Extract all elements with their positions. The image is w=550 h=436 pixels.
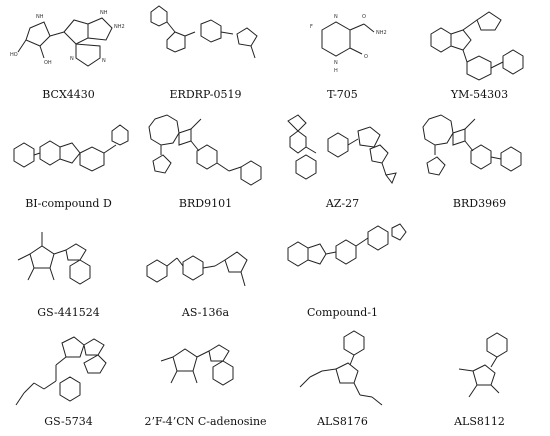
structure-als8176 (299, 330, 383, 406)
atom-label: O (362, 14, 366, 20)
compound-name: GS-5734 (44, 415, 93, 428)
structure-az-27 (287, 114, 397, 185)
compound-cell-empty (411, 218, 548, 327)
compound-name: YM-54303 (450, 88, 509, 101)
atom-label: OH (44, 60, 52, 66)
structure-bi-compound-d (13, 124, 129, 172)
compound-name: AS-136a (181, 306, 230, 319)
structure-compound-1 (287, 223, 407, 267)
atom-label: N (334, 60, 338, 66)
structure-gs-5734 (15, 336, 107, 406)
compound-name: GS-441524 (37, 306, 100, 319)
compound-name: T-705 (327, 88, 358, 101)
structure-2f-4cn-c-adenosine (160, 344, 234, 386)
compound-name: BRD9101 (178, 197, 233, 210)
compound-name: BI-compound D (25, 197, 112, 210)
structure-as-136a (146, 251, 248, 287)
compound-cell-bcx4430: NH NH NH2 HO OH N N BCX4430 (0, 0, 137, 109)
atom-label: F (310, 24, 313, 30)
compound-name: ALS8112 (454, 415, 505, 428)
structure-bcx4430: NH NH NH2 HO OH N N (10, 10, 125, 67)
structure-ym-54303 (430, 11, 524, 81)
atom-label: N (70, 56, 74, 62)
compound-cell-2f-4cn-c-adenosine: 2’F-4’CN C-adenosine (137, 327, 274, 436)
compound-name: AZ-27 (325, 197, 360, 210)
compound-cell-ym-54303: YM-54303 (411, 0, 548, 109)
compound-name: BCX4430 (42, 88, 95, 101)
compound-cell-brd9101: BRD9101 (137, 109, 274, 218)
compound-cell-as-136a: AS-136a (137, 218, 274, 327)
structure-t-705: F N NH2 O O N H (310, 14, 387, 74)
atom-label: N (102, 58, 106, 64)
structure-erdrp-0519 (150, 5, 258, 59)
compound-name: ALS8176 (317, 415, 368, 428)
atom-label: NH2 (114, 24, 125, 30)
compound-name: Compound-1 (306, 306, 379, 319)
atom-label: H (334, 68, 338, 74)
compound-name: BRD3969 (452, 197, 507, 210)
compound-cell-bi-compound-d: BI-compound D (0, 109, 137, 218)
compound-cell-brd3969: BRD3969 (411, 109, 548, 218)
atom-label: O (364, 54, 368, 60)
structure-brd9101 (148, 114, 262, 186)
compound-cell-gs-441524: GS-441524 (0, 218, 137, 327)
compound-name: ERDRP-0519 (169, 88, 242, 101)
compound-cell-compound-1: Compound-1 (274, 218, 411, 327)
atom-label: NH2 (376, 30, 387, 36)
compound-cell-gs-5734: GS-5734 (0, 327, 137, 436)
compound-cell-als8176: ALS8176 (274, 327, 411, 436)
compound-cell-erdrp-0519: ERDRP-0519 (137, 0, 274, 109)
structure-brd3969 (422, 114, 522, 176)
structure-als8112 (458, 332, 508, 398)
atom-label: NH (36, 14, 44, 20)
atom-label: HO (10, 52, 18, 58)
structure-gs-441524 (17, 232, 91, 285)
atom-label: N (334, 14, 338, 20)
atom-label: NH (100, 10, 108, 16)
compound-cell-az-27: AZ-27 (274, 109, 411, 218)
compound-cell-als8112: ALS8112 (411, 327, 548, 436)
compound-name: 2’F-4’CN C-adenosine (144, 415, 267, 428)
compound-cell-t-705: F N NH2 O O N H T-705 (274, 0, 411, 109)
